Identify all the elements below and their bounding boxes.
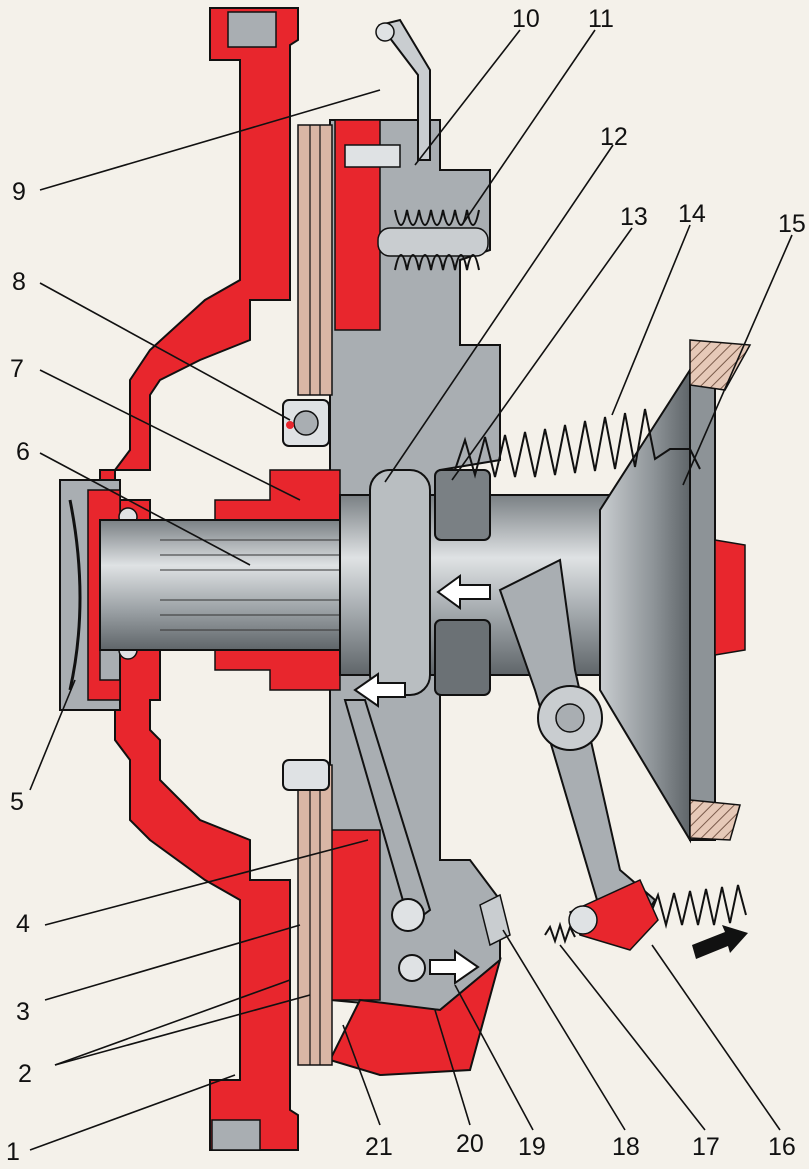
- pressure-spring: [377, 209, 489, 271]
- top-lever: [344, 18, 431, 168]
- leader-10: [414, 29, 521, 166]
- leader-14: [611, 224, 691, 416]
- flywheel: [99, 7, 299, 1151]
- leader-4: [44, 839, 369, 926]
- adjusting-spring: [544, 879, 747, 951]
- leader-lines: [29, 29, 793, 1151]
- label-9: 9: [12, 178, 26, 206]
- leader-6: [39, 452, 251, 566]
- disc-hub: [214, 399, 341, 791]
- leader-2b: [54, 994, 311, 1066]
- label-16: 16: [768, 1133, 796, 1161]
- leader-17: [559, 944, 706, 1131]
- leader-19: [454, 984, 534, 1131]
- release-lever: [343, 699, 511, 982]
- label-18: 18: [612, 1133, 640, 1161]
- label-17: 17: [692, 1133, 720, 1161]
- return-spring: [454, 408, 701, 479]
- input-shaft: [99, 519, 351, 651]
- label-4: 4: [16, 910, 30, 938]
- label-14: 14: [678, 200, 706, 228]
- label-3: 3: [16, 998, 30, 1026]
- label-12: 12: [600, 123, 628, 151]
- leader-20: [434, 1009, 471, 1126]
- label-13: 13: [620, 203, 648, 231]
- label-5: 5: [10, 788, 24, 816]
- leader-11: [461, 29, 596, 226]
- leader-12: [384, 144, 614, 483]
- leader-15: [682, 234, 793, 486]
- leader-2a: [54, 979, 291, 1066]
- leader-16: [651, 944, 781, 1131]
- label-7: 7: [10, 355, 24, 383]
- leader-7: [39, 369, 301, 501]
- leader-1: [29, 1074, 236, 1151]
- leader-13: [451, 227, 633, 481]
- label-19: 19: [518, 1133, 546, 1161]
- callout-labels: 1 2 3 4 5 6 7 8 9 10 11 12 13 14 15 16 1…: [6, 5, 806, 1166]
- leader-9: [39, 89, 381, 191]
- release-bearing: [339, 339, 752, 844]
- clutch-disc: [297, 124, 333, 1066]
- label-1: 1: [6, 1138, 20, 1166]
- label-8: 8: [12, 268, 26, 296]
- leader-5: [29, 679, 76, 791]
- leader-8: [39, 282, 291, 421]
- leader-21: [342, 1024, 381, 1126]
- leader-3: [44, 924, 301, 1001]
- label-10: 10: [512, 5, 540, 33]
- label-15: 15: [778, 210, 806, 238]
- label-11: 11: [588, 5, 614, 33]
- motion-arrows: [353, 574, 748, 985]
- label-20: 20: [456, 1130, 484, 1158]
- leader-18: [502, 929, 626, 1131]
- label-2: 2: [18, 1060, 32, 1088]
- label-21: 21: [365, 1133, 393, 1161]
- label-6: 6: [16, 438, 30, 466]
